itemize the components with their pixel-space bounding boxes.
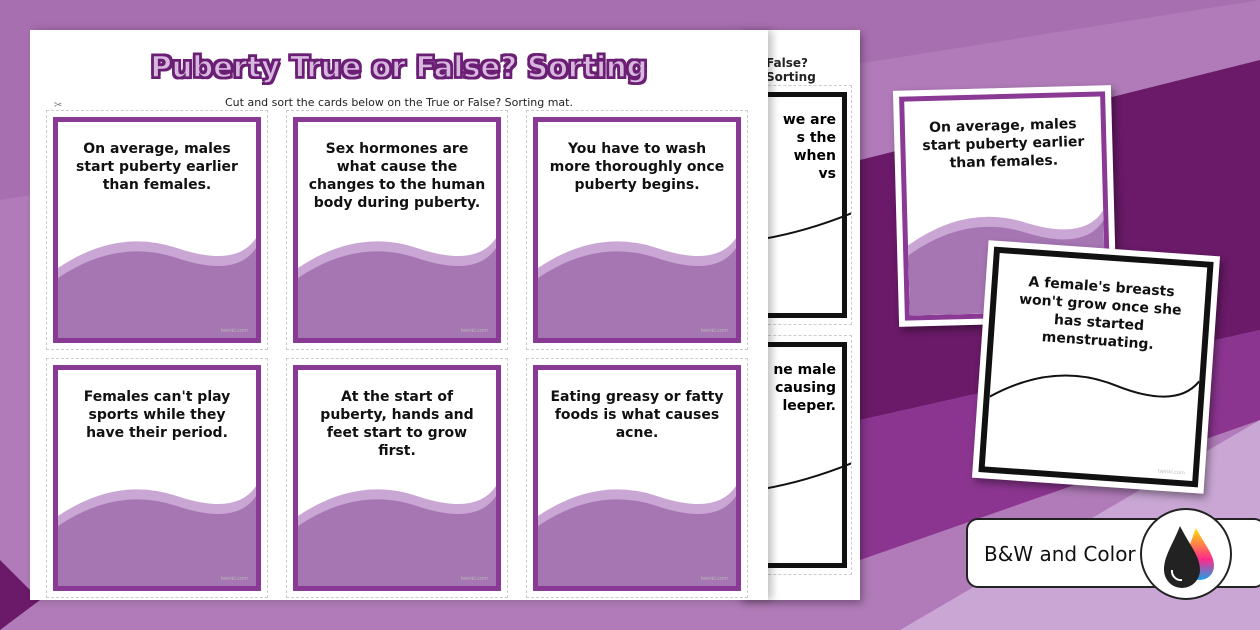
- watermark: twinkl.com: [700, 576, 728, 582]
- card-slot: Sex hormones are what cause the changes …: [286, 110, 508, 350]
- card-slot: Eating greasy or fatty foods is what cau…: [526, 358, 748, 598]
- watermark: twinkl.com: [700, 328, 728, 334]
- watermark: twinkl.com: [460, 328, 488, 334]
- loose-card-text: On average, males start puberty earlier …: [922, 116, 1085, 172]
- card-slot: Females can't play sports while they hav…: [46, 358, 268, 598]
- watermark: twinkl.com: [460, 576, 488, 582]
- watermark: twinkl.com: [220, 328, 248, 334]
- sorting-card: At the start of puberty, hands and feet …: [293, 365, 501, 591]
- back-card-text: we are s the when vs: [782, 112, 836, 182]
- sorting-card: Females can't play sports while they hav…: [53, 365, 261, 591]
- card-text: You have to wash more thoroughly once pu…: [549, 141, 725, 193]
- card-slot: You have to wash more thoroughly once pu…: [526, 110, 748, 350]
- card-wave: [538, 238, 736, 338]
- card-slot: On average, males start puberty earlier …: [46, 110, 268, 350]
- card-wave: [298, 238, 496, 338]
- badge-label: B&W and Color: [984, 542, 1136, 566]
- sorting-card: On average, males start puberty earlier …: [53, 117, 261, 343]
- loose-card-bw: A female's breasts won't grow once she h…: [971, 240, 1221, 494]
- card-text: Eating greasy or fatty foods is what cau…: [550, 389, 724, 441]
- back-card-text: ne male causing leeper.: [773, 362, 836, 414]
- card-text: On average, males start puberty earlier …: [76, 141, 238, 193]
- sorting-card: Eating greasy or fatty foods is what cau…: [533, 365, 741, 591]
- watermark: twinkl.com: [220, 576, 248, 582]
- sorting-card: Sex hormones are what cause the changes …: [293, 117, 501, 343]
- scissors-icon: ✂: [54, 100, 63, 111]
- ink-drops-icon: [1140, 508, 1232, 600]
- worksheet-subtitle: Cut and sort the cards below on the True…: [225, 96, 573, 109]
- card-text: Sex hormones are what cause the changes …: [308, 141, 486, 211]
- card-slot: At the start of puberty, hands and feet …: [286, 358, 508, 598]
- card-wave: [58, 238, 256, 338]
- card-wave: [58, 486, 256, 586]
- card-wave: [298, 486, 496, 586]
- card-wave: [538, 486, 736, 586]
- loose-card-text: A female's breasts won't grow once she h…: [1018, 274, 1183, 353]
- card-text: Females can't play sports while they hav…: [83, 389, 231, 441]
- card-text: At the start of puberty, hands and feet …: [320, 389, 474, 459]
- back-title: False? Sorting: [766, 56, 816, 84]
- sorting-card: You have to wash more thoroughly once pu…: [533, 117, 741, 343]
- worksheet-title: Puberty True or False? Sorting: [150, 49, 648, 85]
- front-worksheet: Puberty True or False? Sorting Cut and s…: [30, 30, 768, 600]
